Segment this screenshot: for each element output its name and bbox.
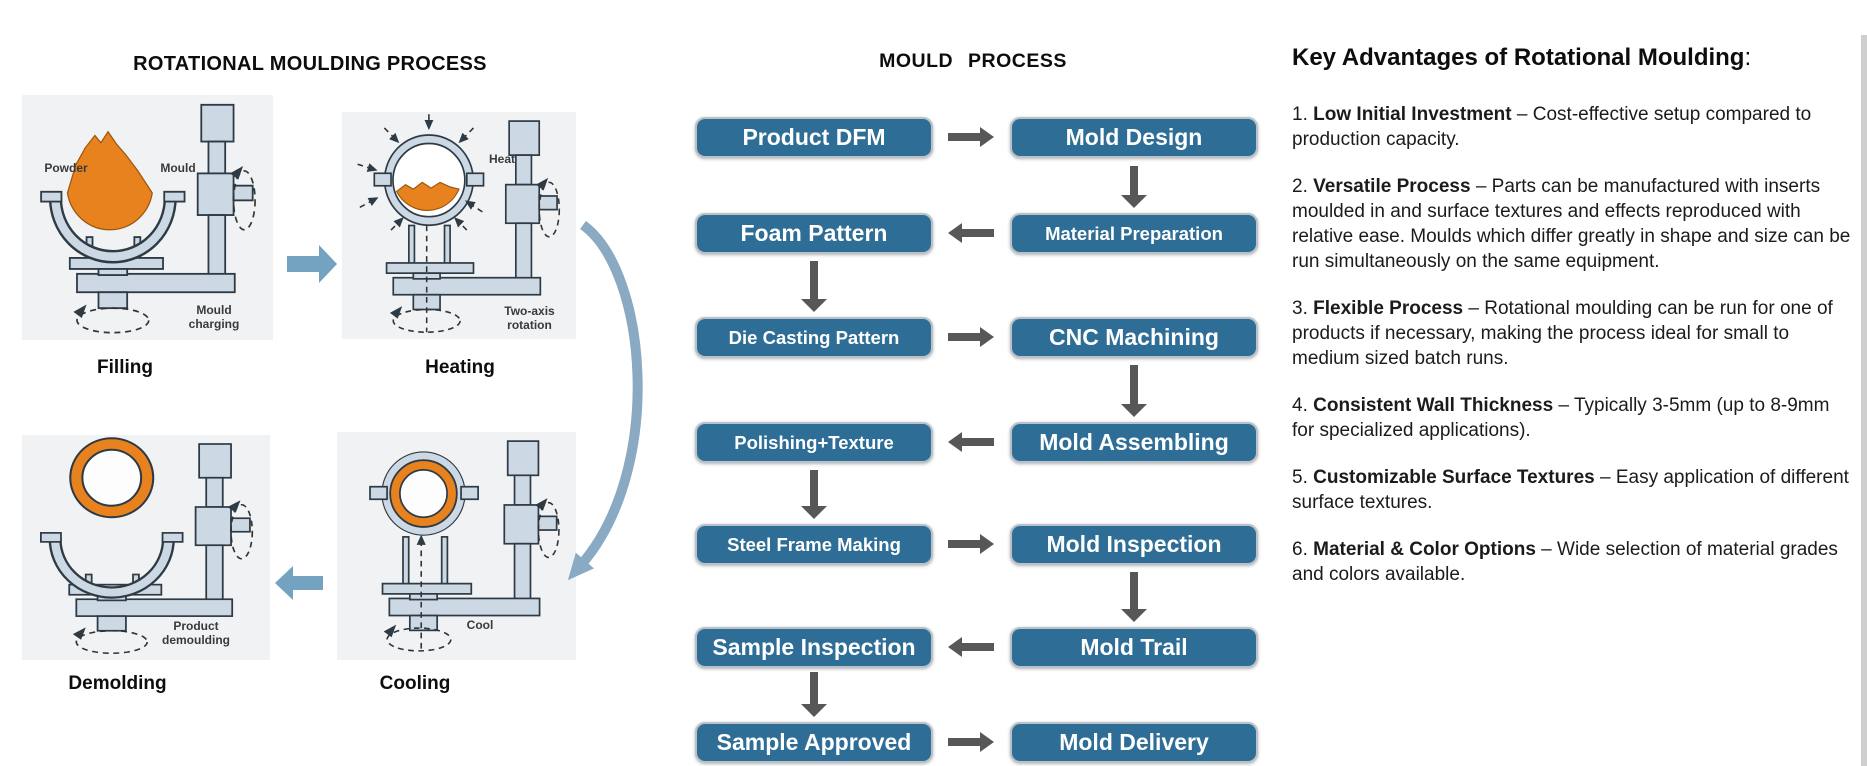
flow-arrow-down-polishing bbox=[801, 470, 827, 519]
flow-box-cnc-machining: CNC Machining bbox=[1010, 317, 1258, 358]
flow-box-mold-assembling: Mold Assembling bbox=[1010, 422, 1258, 463]
flow-arrow-left-row2 bbox=[946, 223, 996, 243]
mould-support bbox=[381, 536, 473, 601]
flow-box-sample-inspection: Sample Inspection bbox=[695, 627, 933, 668]
demolding-caption: Demolding bbox=[68, 673, 167, 694]
machine-arm bbox=[388, 440, 558, 632]
advantage-item-4: 4. Consistent Wall Thickness – Typically… bbox=[1292, 395, 1830, 441]
cooling-panel: Cool bbox=[337, 432, 576, 660]
flow-box-steel-frame-making: Steel Frame Making bbox=[695, 524, 933, 565]
mould-process-title: MOULD PROCESS bbox=[879, 50, 1067, 72]
flow-box-material-preparation: Material Preparation bbox=[1010, 213, 1258, 254]
flow-box-mold-design: Mold Design bbox=[1010, 117, 1258, 158]
demolding-illustration bbox=[22, 435, 270, 660]
flow-box-polishing-texture: Polishing+Texture bbox=[695, 422, 933, 463]
flow-arrow-down-mold-design bbox=[1121, 166, 1147, 208]
arrow-cooling-to-demolding bbox=[275, 566, 323, 600]
flow-arrow-right-row3 bbox=[946, 327, 996, 347]
mould-cup bbox=[40, 532, 184, 599]
machine-arm bbox=[76, 103, 254, 310]
flow-box-die-casting-pattern: Die Casting Pattern bbox=[695, 317, 933, 358]
flow-arrow-down-cnc-machining bbox=[1121, 365, 1147, 417]
heat-label: Heat bbox=[488, 152, 515, 166]
rotation-dashes bbox=[389, 177, 561, 333]
flow-box-product-dfm: Product DFM bbox=[695, 117, 933, 158]
advantage-item-3: 3. Flexible Process – Rotational mouldin… bbox=[1292, 298, 1833, 369]
advantage-item-2: 2. Versatile Process – Parts can be manu… bbox=[1292, 176, 1851, 272]
product-demoulding-label: Product demoulding bbox=[162, 619, 230, 648]
flow-box-mold-inspection: Mold Inspection bbox=[1010, 524, 1258, 565]
cooling-caption: Cooling bbox=[379, 673, 451, 694]
arrow-filling-to-heating bbox=[287, 245, 337, 283]
mould-cup bbox=[40, 190, 186, 264]
flow-arrow-down-foam-pattern bbox=[801, 261, 827, 312]
flow-arrow-down-mold-inspection bbox=[1121, 572, 1147, 622]
closed-mould-with-part bbox=[369, 451, 479, 536]
flow-arrow-left-row4 bbox=[946, 432, 996, 452]
powder-pile bbox=[66, 130, 153, 231]
closed-mould bbox=[373, 134, 485, 227]
flow-arrow-right-row1 bbox=[946, 127, 996, 147]
cool-label: Cool bbox=[466, 618, 494, 632]
advantages-heading: Key Advantages of Rotational Moulding: bbox=[1292, 44, 1752, 71]
melting-material bbox=[395, 181, 460, 211]
flow-arrow-left-row6 bbox=[946, 637, 996, 657]
advantages-section: Key Advantages of Rotational Moulding: 1… bbox=[1292, 44, 1852, 609]
flow-box-sample-approved: Sample Approved bbox=[695, 722, 933, 763]
mould-support bbox=[385, 224, 475, 280]
machine-arm bbox=[392, 120, 558, 311]
machine-arm bbox=[75, 443, 251, 632]
rotational-moulding-title: ROTATIONAL MOULDING PROCESS bbox=[133, 53, 487, 75]
advantage-item-5: 5. Customizable Surface Textures – Easy … bbox=[1292, 467, 1849, 513]
rotation-dashes bbox=[73, 166, 256, 334]
flow-box-mold-trail: Mold Trail bbox=[1010, 627, 1258, 668]
heating-panel: Heat Two-axis rotation bbox=[342, 112, 576, 339]
demolding-panel: Product demoulding bbox=[22, 435, 270, 660]
cooling-illustration bbox=[337, 432, 576, 660]
filling-caption: Filling bbox=[97, 357, 153, 378]
heating-illustration bbox=[342, 112, 576, 339]
advantage-item-6: 6. Material & Color Options – Wide selec… bbox=[1292, 539, 1838, 585]
advantage-item-1: 1. Low Initial Investment – Cost-effecti… bbox=[1292, 104, 1812, 150]
heating-caption: Heating bbox=[425, 357, 495, 378]
heat-arrows bbox=[357, 114, 483, 231]
mould-label: Mould bbox=[160, 161, 196, 175]
flow-box-mold-delivery: Mold Delivery bbox=[1010, 722, 1258, 763]
rotation-dashes bbox=[72, 500, 254, 655]
two-axis-rotation-label: Two-axis rotation bbox=[504, 304, 555, 333]
mould-charging-label: Mould charging bbox=[188, 303, 240, 332]
flow-arrow-down-sample-inspection bbox=[801, 672, 827, 717]
flow-arrow-right-row5 bbox=[946, 534, 996, 554]
flow-box-foam-pattern: Foam Pattern bbox=[695, 213, 933, 254]
filling-panel: Powder Mould Mould charging bbox=[22, 95, 273, 340]
filling-illustration bbox=[22, 95, 273, 340]
powder-label: Powder bbox=[44, 161, 88, 175]
curved-arrow-heating-to-cooling bbox=[567, 220, 643, 581]
demoulded-product-ring bbox=[69, 437, 155, 519]
scrollbar[interactable] bbox=[1861, 35, 1867, 766]
flow-arrow-right-row7 bbox=[946, 732, 996, 752]
